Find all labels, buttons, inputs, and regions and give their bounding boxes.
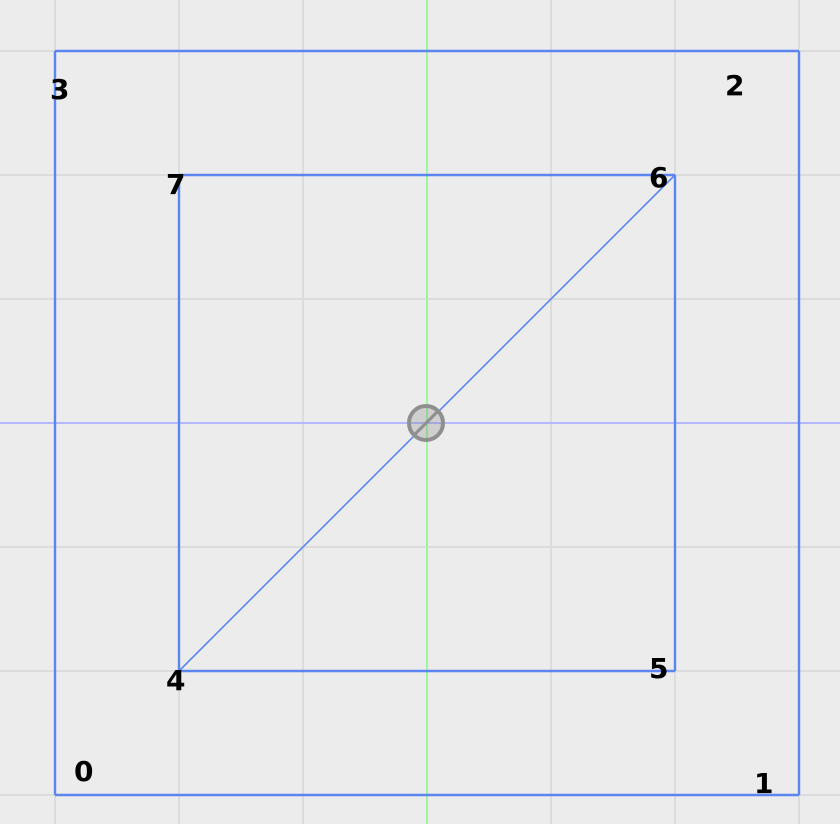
vertex-label-0[interactable]: 0	[74, 755, 93, 788]
vertex-label-1[interactable]: 1	[754, 767, 773, 800]
pivot-gizmo-icon[interactable]	[407, 404, 445, 442]
vertex-label-2[interactable]: 2	[725, 69, 744, 102]
vertex-label-4[interactable]: 4	[166, 664, 185, 697]
vertex-label-6[interactable]: 6	[649, 161, 668, 194]
vertex-label-7[interactable]: 7	[166, 168, 185, 201]
vertex-label-5[interactable]: 5	[649, 652, 668, 685]
mesh-edges[interactable]	[53, 49, 801, 797]
pivot-slash	[413, 410, 439, 436]
vertex-label-3[interactable]: 3	[50, 73, 69, 106]
vertex-labels: 3 2 7 6 5 4 0 1	[50, 69, 773, 800]
